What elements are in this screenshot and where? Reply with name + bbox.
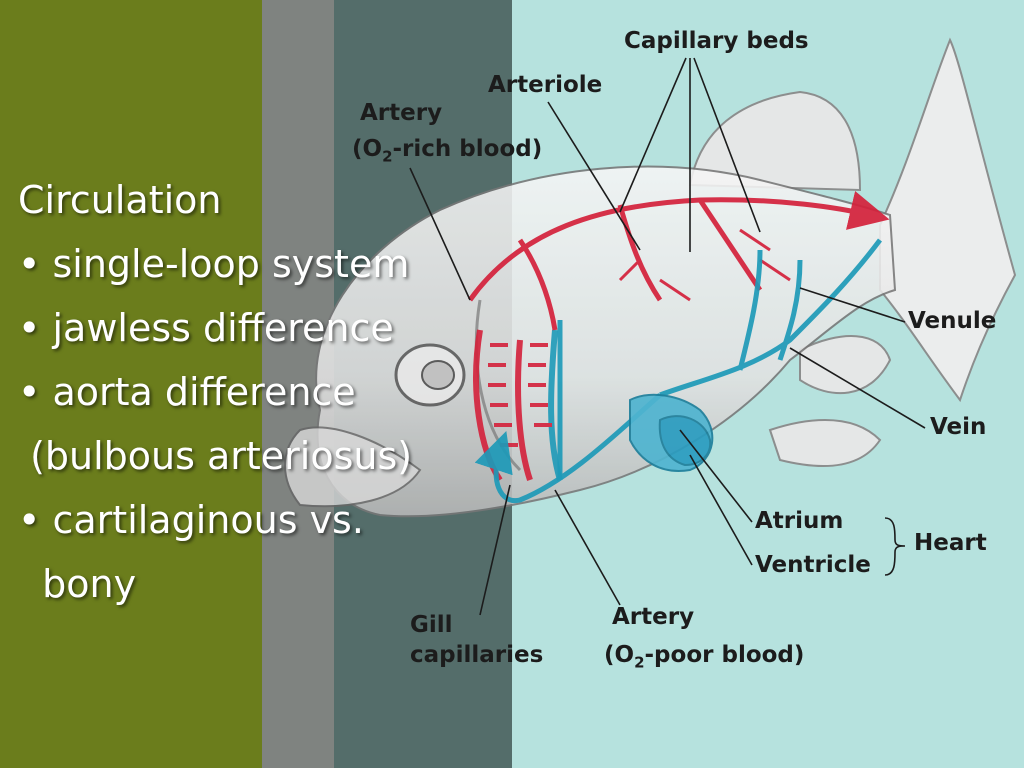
label-artery-poor-title: Artery — [612, 604, 695, 630]
bullet-bony: bony — [18, 562, 137, 606]
label-gill-detail: capillaries — [410, 642, 544, 668]
bullet-jawless: • jawless difference — [18, 306, 394, 350]
label-ventricle: Ventricle — [755, 552, 871, 578]
bullet-cartilaginous: • cartilaginous vs. — [18, 498, 364, 542]
slide-title: Circulation — [18, 178, 222, 222]
label-heart: Heart — [914, 530, 987, 556]
oxygen-rich-vessels — [467, 190, 890, 331]
leader-lines — [409, 57, 926, 616]
label-vein: Vein — [930, 414, 987, 440]
pelvic-fin — [799, 335, 892, 394]
label-gill-title: Gill — [410, 612, 453, 638]
slide-text-block: Circulation • single-loop system • jawle… — [18, 168, 412, 616]
heart — [629, 393, 714, 472]
label-artery-rich-title: Artery — [360, 100, 443, 126]
dorsal-fin — [688, 90, 862, 192]
bullet-aorta: • aorta difference — [18, 370, 356, 414]
label-venule: Venule — [908, 308, 997, 334]
label-artery-rich-detail: (O2-rich blood) — [352, 136, 543, 166]
label-atrium: Atrium — [755, 508, 844, 534]
oxygen-poor-vessels — [474, 238, 882, 504]
label-arteriole: Arteriole — [488, 72, 603, 98]
anal-fin — [768, 419, 882, 467]
fish-head — [284, 426, 422, 508]
bullet-single-loop: • single-loop system — [18, 242, 410, 286]
tail-fin — [879, 37, 1017, 403]
fish-body — [315, 165, 897, 518]
background-band-olive — [0, 0, 262, 768]
label-artery-poor-detail: (O2-poor blood) — [604, 642, 805, 672]
bullet-aorta-detail: (bulbous arteriosus) — [18, 434, 413, 478]
label-capillary-beds: Capillary beds — [624, 28, 809, 54]
